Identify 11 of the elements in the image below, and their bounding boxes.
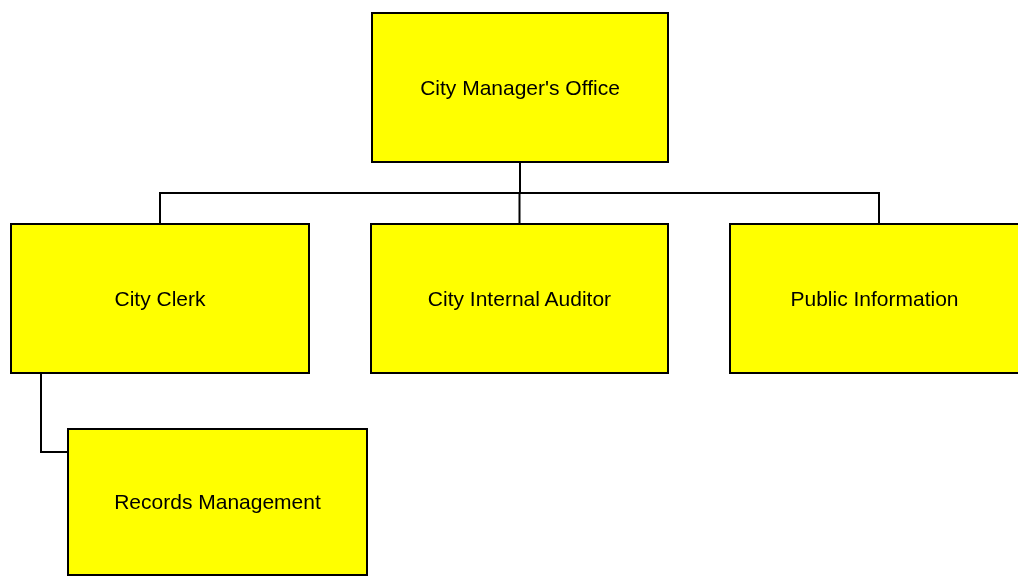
org-box [10,223,310,374]
box-label: City Internal Auditor [427,286,612,311]
box-label: Records Management [114,490,321,514]
org-box [370,223,669,374]
org-box [371,12,669,163]
box-label: Public Information [790,286,959,311]
box-label: City Manager's Office [420,75,620,100]
connector-line [40,373,68,453]
org-box [67,428,368,576]
org-box [729,223,1018,374]
box-label: City Clerk [114,286,206,311]
